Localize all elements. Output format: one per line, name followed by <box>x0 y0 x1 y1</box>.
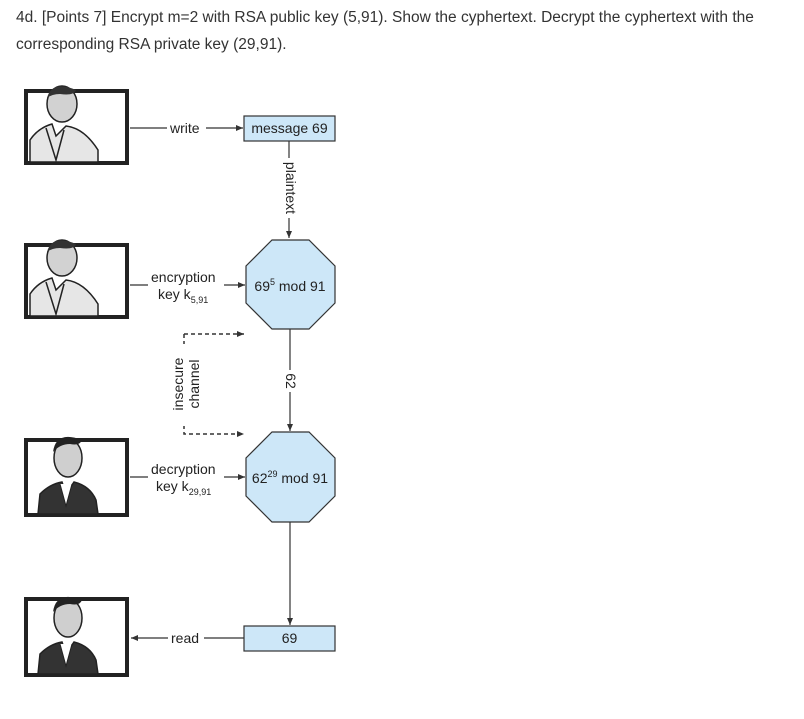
plaintext-label: plaintext <box>283 162 299 214</box>
decryption-formula: 6229 mod 91 <box>252 469 328 486</box>
channel-label-line1: insecure <box>170 357 186 410</box>
encryption-formula: 695 mod 91 <box>254 277 325 294</box>
sender-portrait-middle <box>24 239 129 319</box>
encryption-key-subscript: 5,91 <box>191 295 209 305</box>
encryption-formula-base: 69 <box>254 278 270 294</box>
decryption-octagon <box>245 431 336 523</box>
encryption-formula-exponent: 5 <box>270 277 275 287</box>
encryption-octagon <box>245 239 336 330</box>
decryption-key-label: key k29,91 <box>156 478 211 497</box>
person-icon <box>37 436 99 515</box>
decryption-key-subscript: 29,91 <box>189 487 212 497</box>
decryption-key-text: key k <box>156 478 190 494</box>
channel-label-line2: channel <box>186 359 202 408</box>
output-box-label: 69 <box>282 630 298 646</box>
encryption-key-label: key k5,91 <box>158 286 208 305</box>
decryption-formula-exponent: 29 <box>267 469 277 479</box>
read-label: read <box>171 630 199 646</box>
write-label: write <box>169 120 200 136</box>
encryption-label: encryption <box>151 269 216 285</box>
message-box: message 69 <box>243 115 336 142</box>
decryption-label: decryption <box>151 461 216 477</box>
receiver-portrait-bottom <box>24 596 129 677</box>
question-text: 4d. [Points 7] Encrypt m=2 with RSA publ… <box>16 9 754 53</box>
person-icon <box>29 85 99 163</box>
sender-portrait-top <box>24 85 129 165</box>
person-icon <box>29 239 99 317</box>
person-icon <box>37 596 99 675</box>
encryption-key-text: key k <box>158 286 192 302</box>
decryption-formula-rest: mod 91 <box>278 470 329 486</box>
ciphertext-label: 62 <box>283 373 299 389</box>
decryption-formula-base: 62 <box>252 470 268 486</box>
encryption-formula-rest: mod 91 <box>275 278 326 294</box>
output-box: 69 <box>243 625 336 652</box>
message-box-label: message 69 <box>251 120 327 136</box>
receiver-portrait-lower <box>24 436 129 517</box>
